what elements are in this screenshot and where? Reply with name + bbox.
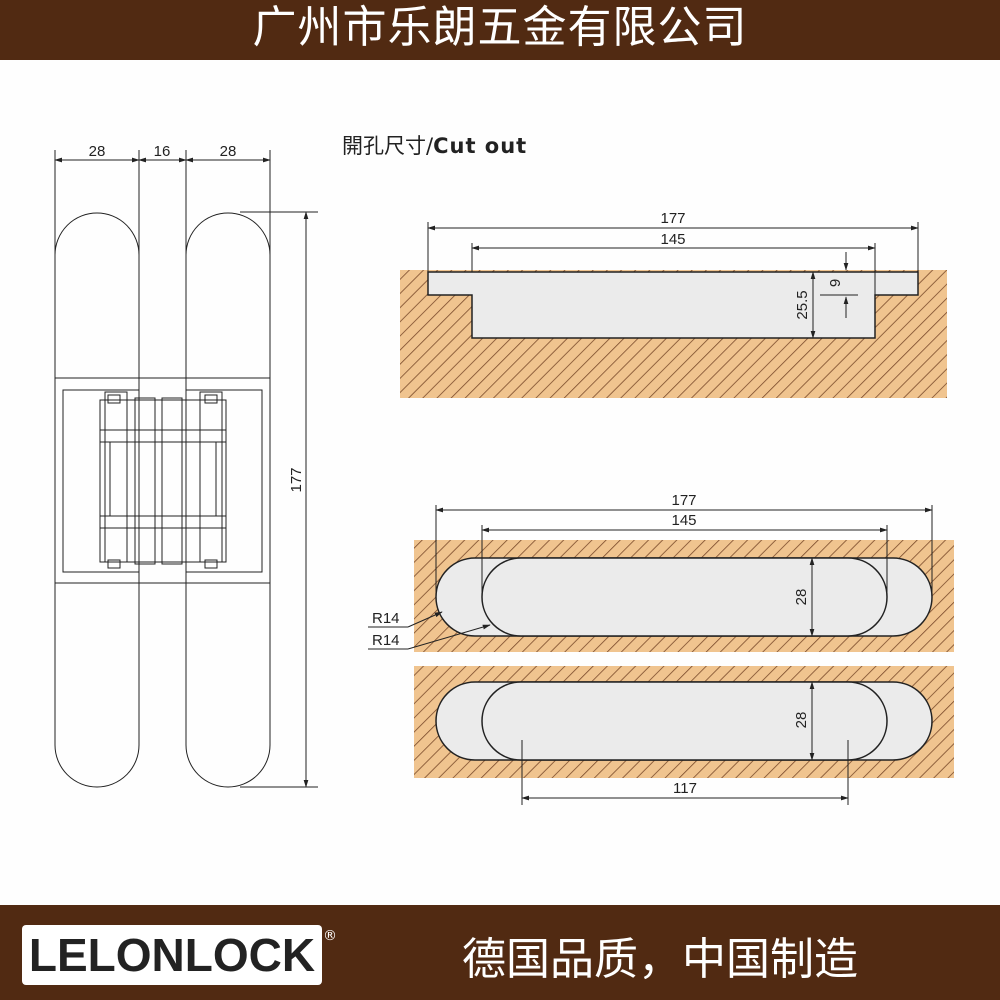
cutout-title: 開孔尺寸/Cut out [342,130,527,160]
hinge-right-leaf [185,212,271,788]
header-banner [0,0,1000,60]
hinge-plate [54,377,271,584]
cutout-title-en: Cut out [433,134,528,158]
registered-mark: ® [323,928,337,944]
dim-top-inner-length: 145 [671,512,696,529]
brand-logo: LELONLOCK [28,929,316,981]
radius-inner-label: R14 [372,632,400,649]
cutout-side-section: 177 145 25.5 9 [400,210,947,398]
hinge-drawing: 28 16 28 177 [54,143,318,788]
dim-side-total-length: 177 [660,210,685,227]
slogan: 德国品质，中国制造 [462,934,858,985]
cutout-top-view: 177 145 28 R14 R14 [368,492,954,652]
cutout-inner-slot [481,557,888,637]
dim-hinge-right-width: 28 [220,143,237,160]
logo-badge [22,925,322,985]
hinge-left-leaf [54,212,140,788]
dim-side-depth: 25.5 [794,290,811,319]
dim-screw-spacing: 117 [673,780,697,797]
dim-hinge-middle-width: 16 [154,143,171,160]
dim-hinge-height: 177 [288,467,305,492]
dim-bottom-width: 28 [793,712,810,729]
cutout-title-cn: 開孔尺寸/ [342,134,434,158]
dim-hinge-left-width: 28 [89,143,106,160]
radius-outer-label: R14 [372,610,400,627]
cutout-inner-slot-bottom [481,681,888,761]
dim-side-inner-length: 145 [660,231,685,248]
company-name: 广州市乐朗五金有限公司 [252,2,748,53]
dim-top-width: 28 [793,589,810,606]
dim-top-total-length: 177 [671,492,696,509]
cutout-pocket-side [427,271,919,339]
dim-side-step: 9 [827,279,844,287]
cutout-bottom-view: 28 117 [414,666,954,805]
hinge-mechanism [99,391,227,569]
